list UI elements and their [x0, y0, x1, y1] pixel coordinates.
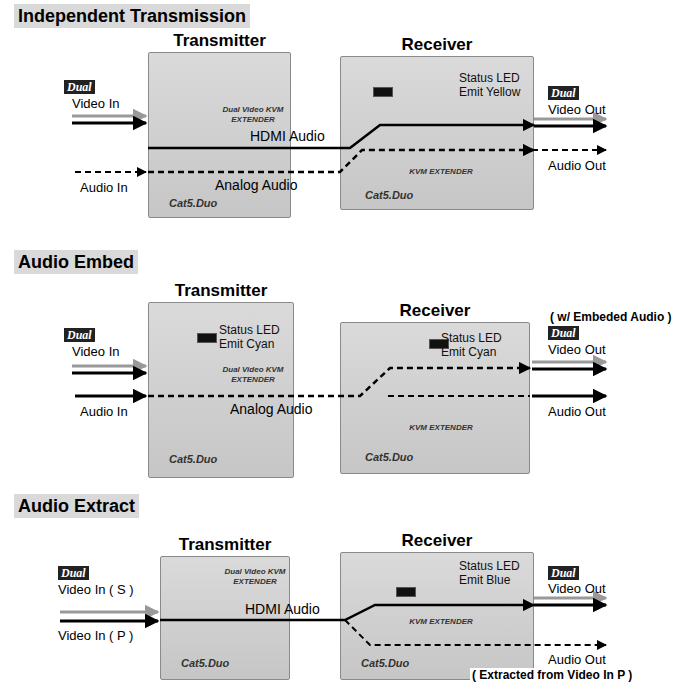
device-print: Cat5.Duo — [181, 657, 229, 670]
note-text: ( w/ Embeded Audio ) — [548, 310, 674, 324]
dual-badge: Dual — [548, 326, 579, 340]
transmitter-box: TransmitterStatus LED Emit CyanDual Vide… — [148, 302, 294, 478]
note-text: ( Extracted from Video In P ) — [470, 668, 634, 682]
transmitter-box: TransmitterDual Video KVM EXTENDERCat5.D… — [160, 556, 290, 680]
receiver-box: ReceiverStatus LED Emit CyanKVM EXTENDER… — [340, 322, 530, 474]
edge-label: Analog Audio — [230, 401, 313, 417]
audio-out-arrow — [532, 395, 606, 398]
device-heading: Transmitter — [119, 281, 323, 301]
video-out-arrow — [532, 118, 606, 121]
receiver-box: ReceiverStatus LED Emit BlueKVM EXTENDER… — [340, 552, 534, 680]
video-in-arrow — [72, 122, 146, 125]
device-print: Dual Video KVM EXTENDER — [221, 365, 285, 385]
section-title: Independent Transmission — [14, 4, 250, 28]
port-label: Audio In — [80, 180, 128, 195]
port-label: Video In — [72, 344, 119, 359]
device-print: Cat5.Duo — [365, 451, 413, 464]
video-out-arrow — [532, 361, 606, 364]
dual-badge: Dual — [64, 328, 95, 342]
audio-in-arrow — [75, 395, 146, 398]
status-led-text: Status LED Emit Cyan — [219, 323, 291, 351]
device-print: Cat5.Duo — [169, 197, 217, 210]
status-led-text: Status LED Emit Blue — [459, 559, 531, 587]
device-heading: Transmitter — [131, 535, 319, 555]
video-in-arrow — [72, 365, 146, 368]
device-heading: Receiver — [311, 531, 563, 551]
device-print: KVM EXTENDER — [401, 167, 481, 177]
analog-audio-line — [148, 150, 534, 172]
device-print: Dual Video KVM EXTENDER — [221, 105, 285, 125]
port-label: Video Out — [548, 581, 606, 596]
extracted-audio-line — [345, 620, 606, 645]
port-label: Audio Out — [548, 158, 606, 173]
video-in-arrow — [60, 611, 158, 614]
device-print: KVM EXTENDER — [401, 423, 481, 433]
audio-out-arrow — [532, 149, 606, 151]
hdmi-audio-line — [160, 605, 534, 620]
device-heading: Receiver — [311, 35, 563, 55]
analog-pass-line — [388, 395, 530, 397]
analog-audio-line — [148, 368, 530, 396]
dual-badge: Dual — [58, 566, 89, 580]
port-label: Audio Out — [548, 652, 606, 667]
status-led — [373, 87, 393, 97]
port-label: Video Out — [548, 102, 606, 117]
device-heading: Receiver — [311, 301, 559, 321]
video-in-arrow — [72, 372, 146, 375]
device-print: KVM EXTENDER — [401, 617, 481, 627]
video-out-arrow — [532, 368, 606, 371]
device-print: Cat5.Duo — [365, 189, 413, 202]
status-led — [197, 333, 217, 343]
dual-badge: Dual — [548, 86, 579, 100]
port-label: Video Out — [548, 342, 606, 357]
status-led-text: Status LED Emit Yellow — [459, 71, 531, 99]
edge-label: HDMI Audio — [245, 601, 320, 617]
port-label: Video In ( S ) — [58, 582, 134, 597]
video-in-arrow — [72, 115, 146, 118]
video-out-arrow — [532, 604, 606, 607]
port-label: Video In ( P ) — [58, 628, 133, 643]
hdmi-audio-line — [148, 125, 534, 148]
video-out-arrow — [532, 597, 606, 600]
video-out-arrow — [532, 125, 606, 128]
device-print: Cat5.Duo — [169, 453, 217, 466]
port-label: Video In — [72, 96, 119, 111]
section-title: Audio Embed — [14, 250, 138, 274]
port-label: Audio In — [80, 404, 128, 419]
edge-label: HDMI Audio — [250, 128, 325, 144]
status-led-text: Status LED Emit Cyan — [441, 331, 521, 359]
audio-in-arrow — [75, 171, 146, 173]
device-print: Dual Video KVM EXTENDER — [223, 567, 287, 587]
section-title: Audio Extract — [14, 494, 139, 518]
edge-label: Analog Audio — [215, 177, 298, 193]
video-in-arrow — [60, 620, 158, 623]
status-led — [396, 587, 416, 597]
port-label: Audio Out — [548, 404, 606, 419]
device-heading: Transmitter — [119, 31, 320, 51]
dual-badge: Dual — [548, 566, 579, 580]
dual-badge: Dual — [64, 80, 95, 94]
device-print: Cat5.Duo — [361, 657, 409, 670]
